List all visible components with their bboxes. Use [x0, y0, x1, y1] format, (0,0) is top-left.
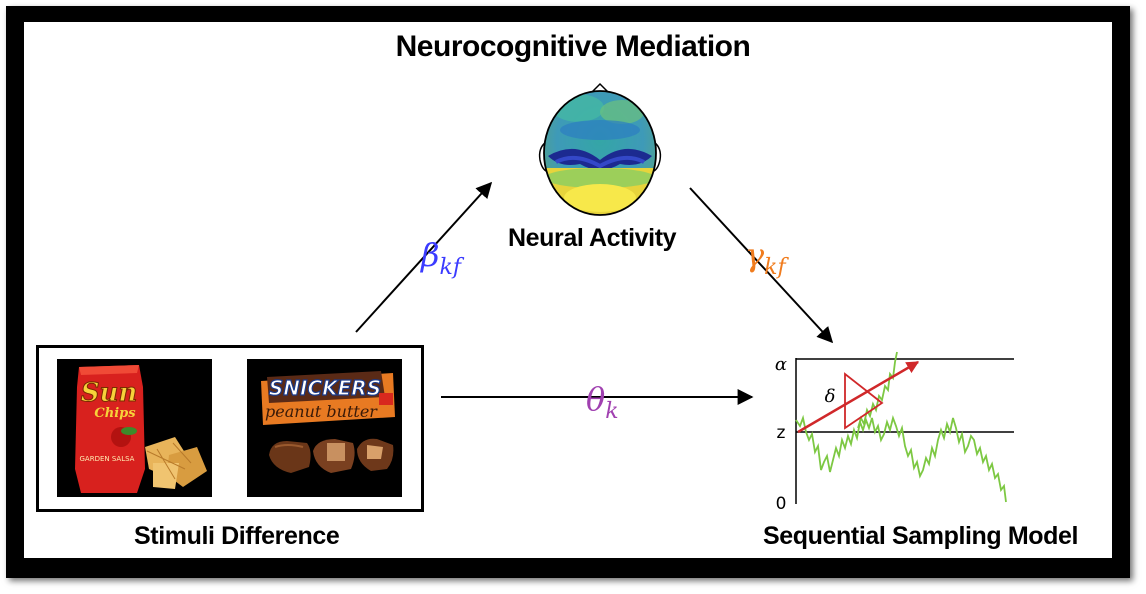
stimuli-difference-label: Stimuli Difference	[134, 522, 340, 550]
sunchips-flavor-text: GARDEN SALSA	[80, 455, 135, 463]
sunchips-chips-text: Chips	[94, 406, 136, 421]
evidence-trace-lower	[795, 414, 1007, 503]
snickers-flavor-text: peanut butter	[265, 402, 378, 421]
neural-activity-label: Neural Activity	[508, 224, 677, 252]
arrow-neural-to-model	[689, 187, 834, 344]
delta-label: δ	[825, 386, 836, 407]
gamma-coefficient: γkf	[745, 236, 789, 280]
z-label: z	[777, 423, 786, 443]
arrow-stimuli-to-neural	[355, 181, 493, 333]
head-topography-icon	[538, 82, 662, 216]
drift-rate-arrow	[797, 360, 920, 434]
theta-coefficient: θk	[586, 380, 619, 424]
diagram-title: Neurocognitive Mediation	[395, 30, 751, 63]
sequential-sampling-plot: α z 0 δ	[775, 351, 1014, 514]
beta-coefficient: βkf	[420, 236, 465, 280]
snickers-image: SNICKERS peanut butter	[247, 359, 402, 497]
sunchips-image: Sun Chips GARDEN SALSA	[57, 359, 212, 497]
drift-distribution-triangle	[844, 372, 884, 430]
evidence-trace-upper	[857, 351, 898, 429]
alpha-label: α	[775, 354, 787, 375]
zero-label: 0	[776, 494, 787, 514]
sunchips-brand-text: Sun	[81, 378, 138, 408]
snickers-brand-text: SNICKERS	[269, 376, 381, 400]
sequential-sampling-model-label: Sequential Sampling Model	[763, 522, 1079, 550]
